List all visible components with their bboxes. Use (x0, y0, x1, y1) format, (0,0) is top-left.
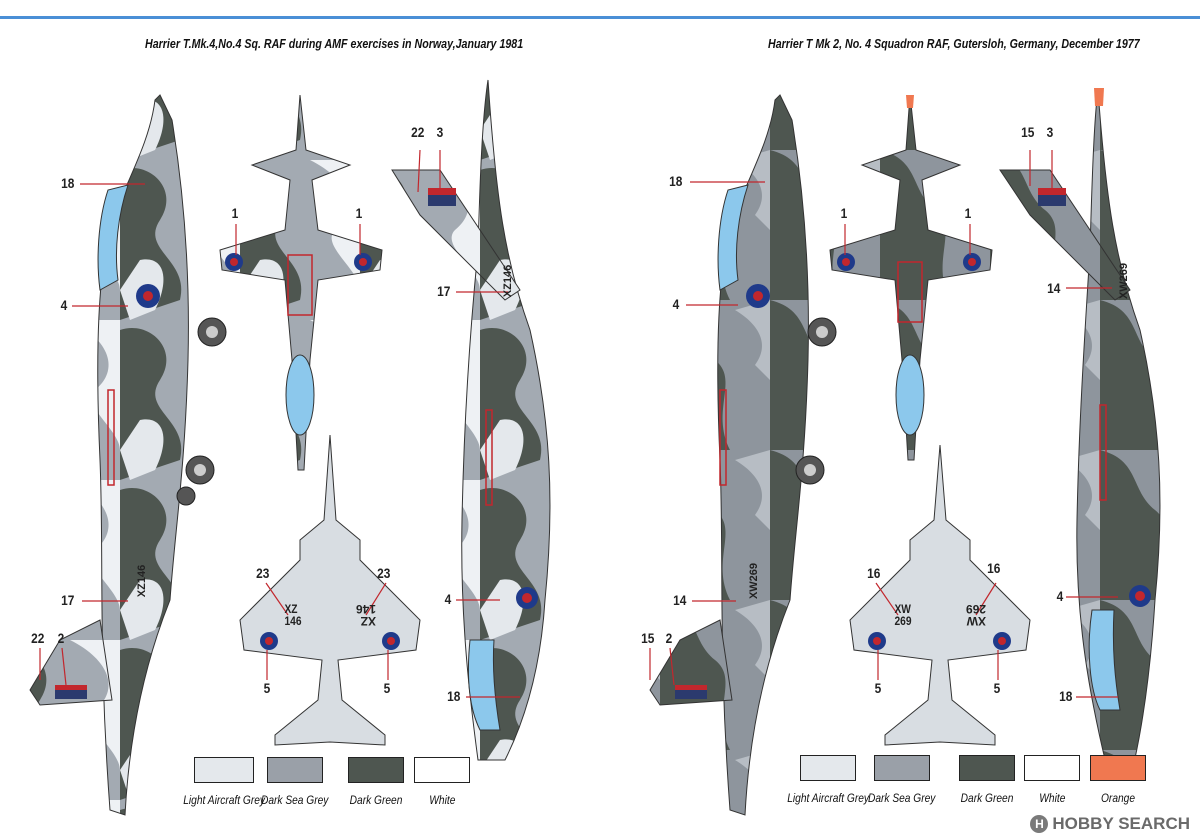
left-callout-1-a: 1 (231, 205, 239, 221)
right-panel-title: Harrier T Mk 2, No. 4 Squadron RAF, Gute… (768, 36, 1140, 51)
legend-left-white: White (414, 757, 470, 807)
left-callout-3: 3 (436, 124, 444, 140)
top-rule (0, 0, 1200, 20)
right-top-view-aircraft (829, 94, 993, 461)
swatch (194, 757, 255, 783)
right-callout-14: 14 (673, 592, 687, 608)
left-callout-18-b: 18 (447, 688, 461, 704)
swatch-label: Light Aircraft Grey (787, 791, 870, 805)
swatch (873, 755, 930, 781)
hobby-search-watermark: H HOBBY SEARCH (1030, 814, 1190, 834)
left-callout-5-a: 5 (263, 680, 271, 696)
callout-lines (39, 149, 1118, 698)
left-callout-1-b: 1 (355, 205, 363, 221)
left-callout-23-b: 23 (377, 565, 391, 581)
swatch-label: Light Aircraft Grey (183, 793, 266, 807)
swatch-label: White (1038, 791, 1066, 805)
legend-right-orange: Orange (1090, 755, 1146, 805)
swatch-label: Dark Green (349, 793, 403, 807)
left-callout-18-top: 18 (61, 175, 75, 191)
swatch-label: Dark Sea Grey (260, 793, 329, 807)
swatch (348, 757, 405, 783)
swatch (959, 755, 1016, 781)
hobby-search-logo-icon: H (1030, 815, 1049, 833)
swatch-label: Orange (1100, 791, 1136, 805)
right-bottom-view-aircraft (849, 444, 1031, 746)
left-callout-22: 22 (31, 630, 45, 646)
right-callout-4-top: 4 (672, 296, 680, 312)
right-underwing-serial-left: XW 269 (894, 602, 912, 628)
right-callout-15-b: 15 (1021, 124, 1035, 140)
left-side2-serial: XZ146 (502, 264, 515, 298)
right-underwing-serial-right: XW 269 (966, 602, 987, 628)
swatch-label: White (428, 793, 456, 807)
swatch (266, 757, 323, 783)
right-callout-1-b: 1 (964, 205, 972, 221)
right-callout-18-top: 18 (669, 173, 683, 189)
right-callout-3: 3 (1046, 124, 1054, 140)
left-side-serial: XZ146 (136, 564, 149, 598)
right-callout-5-b: 5 (993, 680, 1001, 696)
right-callout-2: 2 (665, 630, 673, 646)
swatch-label: Dark Sea Grey (867, 791, 936, 805)
left-callout-5-b: 5 (383, 680, 391, 696)
legend-right-white: White (1024, 755, 1080, 805)
left-callout-17-b: 17 (437, 283, 451, 299)
left-callout-4-top: 4 (60, 297, 68, 313)
right-callout-14-b: 14 (1047, 280, 1061, 296)
legend-right-dark-sea-grey: Dark Sea Grey (862, 755, 941, 805)
watermark-text: HOBBY SEARCH (1052, 814, 1190, 833)
right-side-view-aircraft-2 (999, 88, 1161, 781)
swatch (1024, 755, 1080, 781)
right-callout-5-a: 5 (874, 680, 882, 696)
swatch (1090, 755, 1146, 781)
left-callout-17: 17 (61, 592, 75, 608)
left-underwing-serial-right: XZ 146 (356, 602, 377, 628)
left-bottom-view-aircraft (239, 434, 421, 746)
right-side2-serial: XW269 (1118, 262, 1131, 300)
left-panel-title: Harrier T.Mk.4,No.4 Sq. RAF during AMF e… (145, 36, 524, 51)
left-callout-22-b: 22 (411, 124, 425, 140)
legend-right-light-aircraft-grey: Light Aircraft Grey (780, 755, 876, 805)
legend-right-dark-green: Dark Green (956, 755, 1018, 805)
right-callout-16-a: 16 (867, 565, 881, 581)
left-callout-2: 2 (57, 630, 65, 646)
left-top-view-aircraft (219, 94, 383, 471)
legend-left-dark-green: Dark Green (345, 757, 407, 807)
left-side-view-aircraft (29, 94, 227, 816)
right-side-view-aircraft (649, 94, 837, 816)
legend-left-dark-sea-grey: Dark Sea Grey (255, 757, 334, 807)
right-callout-16-b: 16 (987, 560, 1001, 576)
legend-left-light-aircraft-grey: Light Aircraft Grey (176, 757, 272, 807)
left-underwing-serial-left: XZ 146 (284, 602, 302, 628)
right-callout-18-b: 18 (1059, 688, 1073, 704)
swatch (800, 755, 857, 781)
right-callout-15: 15 (641, 630, 655, 646)
left-callout-23-a: 23 (256, 565, 270, 581)
right-callout-4-b: 4 (1056, 588, 1064, 604)
right-side-serial: XW269 (748, 562, 761, 600)
left-callout-4-b: 4 (444, 591, 452, 607)
swatch-label: Dark Green (960, 791, 1014, 805)
swatch (414, 757, 470, 783)
left-side-view-aircraft-2 (391, 79, 551, 761)
right-callout-1-a: 1 (840, 205, 848, 221)
